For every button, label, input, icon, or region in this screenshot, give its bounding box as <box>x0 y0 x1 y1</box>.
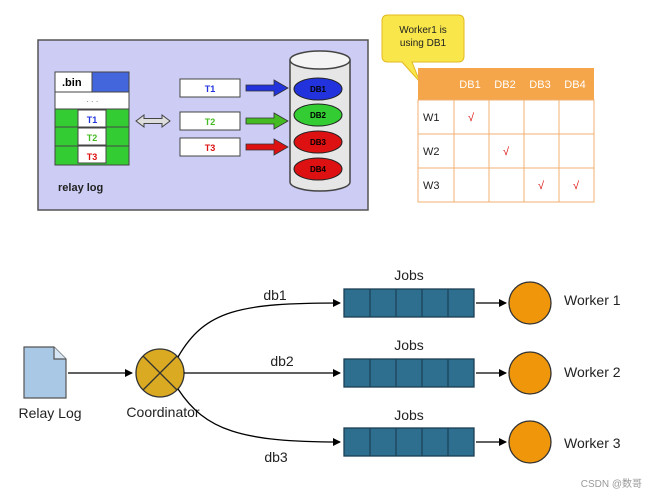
cell-w2-db2: √ <box>503 146 510 158</box>
header-db3: DB3 <box>529 79 550 91</box>
worker-2-label: Worker 2 <box>564 364 621 380</box>
db-route-arrows <box>245 79 289 156</box>
jobs-queue-1 <box>343 288 475 318</box>
jobs-label-1: Jobs <box>394 267 424 283</box>
row-t1: T1 <box>87 115 98 125</box>
double-arrow-icon <box>135 114 171 128</box>
table-header <box>418 68 594 100</box>
bin-label: .bin <box>62 77 82 89</box>
database-cylinder: DB1 DB2 DB3 DB4 <box>289 50 351 192</box>
relay-log-label: Relay Log <box>18 405 81 421</box>
relay-log-panel: .bin · · · T1 T2 T3 relay log T1 T2 <box>37 39 369 211</box>
jobs-label-3: Jobs <box>394 407 424 423</box>
row-w2: W2 <box>423 146 440 158</box>
cell-w1-db1: √ <box>468 112 475 124</box>
edge-label-db2: db2 <box>270 353 294 369</box>
green-arrow-icon <box>245 112 289 130</box>
row-w3: W3 <box>423 180 440 192</box>
worker-1-label: Worker 1 <box>564 292 621 308</box>
jobs-queue-2 <box>343 358 475 388</box>
worker-table-panel: Worker1 is using DB1 DB1 DB2 DB3 DB4 W1 … <box>381 14 595 203</box>
relay-log-file-icon <box>23 346 67 399</box>
edge-label-db3: db3 <box>264 449 288 465</box>
dots-label: · · · <box>86 97 98 106</box>
row-t2: T2 <box>87 133 98 143</box>
cell-w3-db4: √ <box>573 180 580 192</box>
db1-label: DB1 <box>310 85 327 94</box>
callout-line-1: Worker1 is <box>399 25 447 36</box>
worker-1-node <box>508 281 552 325</box>
cell-w3-db3: √ <box>538 180 545 192</box>
edge-db3 <box>177 388 341 446</box>
table-grid <box>417 99 595 203</box>
row-w1: W1 <box>423 112 440 124</box>
worker-3-node <box>508 420 552 464</box>
header-db4: DB4 <box>564 79 585 91</box>
table-cells: √ √ √ √ <box>468 112 580 192</box>
transaction-t2: T2 <box>205 117 216 127</box>
coordinator-diagram: Relay Log Coordinator db1 db2 db3 Jobs <box>18 267 620 465</box>
header-db2: DB2 <box>494 79 515 91</box>
red-arrow-icon <box>245 138 289 156</box>
worker-2-node <box>508 351 552 395</box>
watermark: CSDN @数哥 <box>581 477 642 490</box>
edge-label-db1: db1 <box>263 287 287 303</box>
row-t3: T3 <box>87 152 98 162</box>
callout-line-2: using DB1 <box>400 38 447 49</box>
worker-3-label: Worker 3 <box>564 435 621 451</box>
coordinator-node <box>135 348 185 398</box>
jobs-label-2: Jobs <box>394 337 424 353</box>
coordinator-label: Coordinator <box>126 404 199 420</box>
callout-bubble: Worker1 is using DB1 <box>381 14 465 83</box>
header-db1: DB1 <box>459 79 480 91</box>
edge-db1 <box>177 299 341 358</box>
transaction-t1: T1 <box>205 84 216 94</box>
db2-label: DB2 <box>310 111 327 120</box>
blue-arrow-icon <box>245 79 289 97</box>
relay-log-file: .bin · · · T1 T2 T3 relay log <box>54 71 130 194</box>
jobs-queue-3 <box>343 427 475 457</box>
transaction-t3: T3 <box>205 143 216 153</box>
transaction-boxes: T1 T2 T3 <box>179 78 241 157</box>
db3-label: DB3 <box>310 138 327 147</box>
db4-label: DB4 <box>310 165 327 174</box>
relay-log-caption: relay log <box>58 182 103 194</box>
